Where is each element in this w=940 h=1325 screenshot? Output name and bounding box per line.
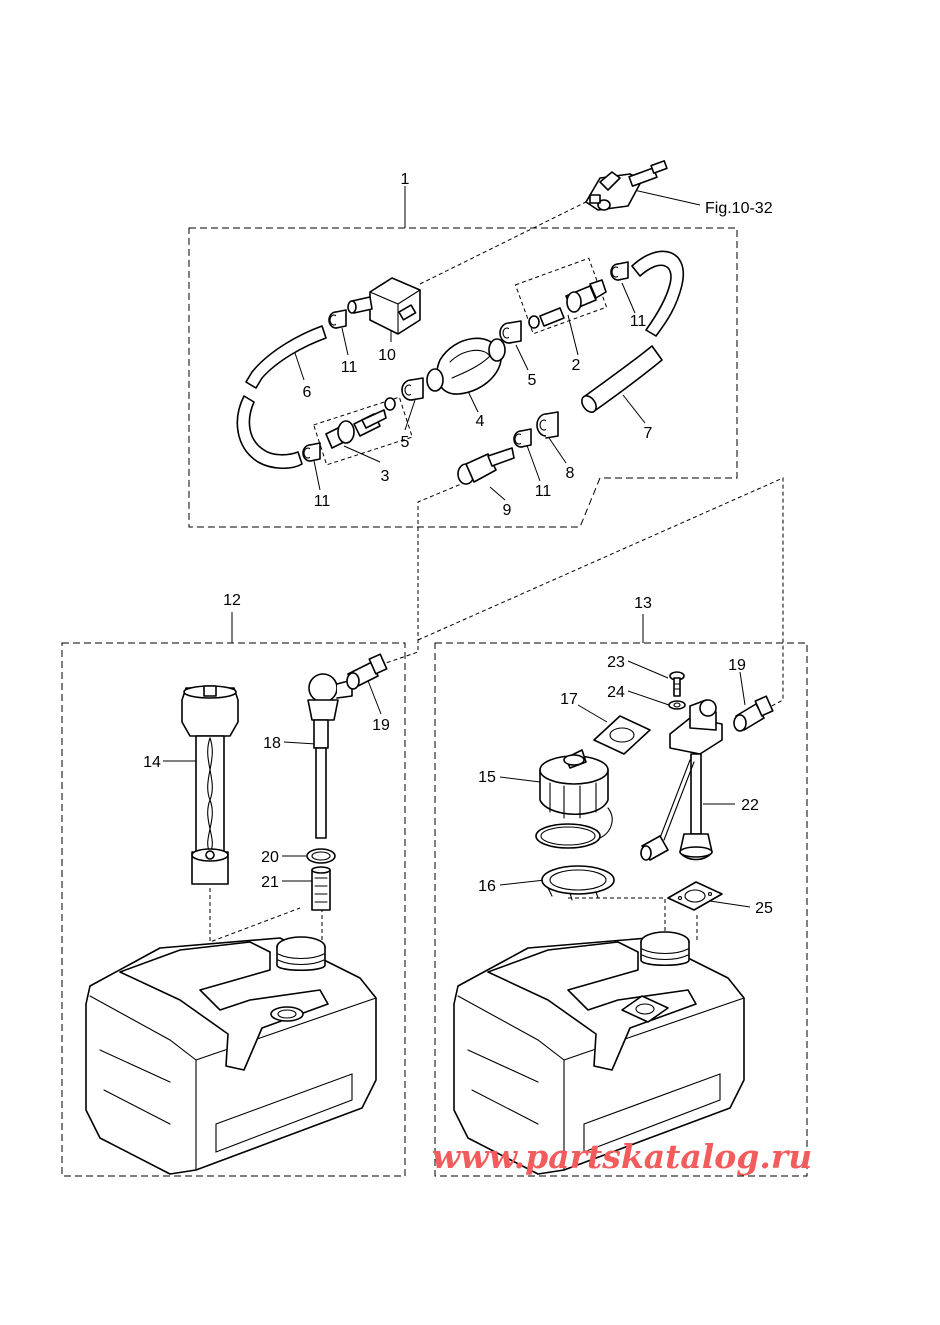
connector-line-9-to-19 — [379, 481, 467, 666]
group-box-tank-assy-right — [434, 642, 808, 1177]
fuel-connector-19-right — [733, 695, 774, 732]
fuel-pickup-18 — [307, 673, 353, 839]
callout-18: 18 — [263, 735, 281, 752]
callout-25: 25 — [755, 900, 773, 917]
sticker-17 — [593, 715, 651, 755]
fuel-hose-7-lower — [584, 345, 663, 413]
hose-clamp-11-d — [610, 261, 629, 281]
callout-23: 23 — [607, 654, 625, 671]
gasket-25 — [667, 881, 723, 911]
connector-line-14-to-tank — [209, 888, 301, 943]
connector-line-10-to-joint — [419, 199, 591, 285]
callout-12: 12 — [223, 592, 241, 609]
fuel-tank-left — [85, 936, 377, 1175]
check-valve-5-b — [499, 320, 522, 344]
connector-line-16-to-tank — [568, 897, 666, 935]
reference-label: Fig.10-32 — [705, 200, 773, 217]
connector-set-3 — [313, 396, 413, 466]
cap-seal-15 — [535, 823, 601, 849]
hose-clamp-11-b — [302, 442, 321, 462]
washer-24 — [668, 700, 686, 710]
fuel-filter-21 — [311, 866, 331, 911]
callout-19-b: 19 — [728, 657, 746, 674]
fuel-joint-reference — [585, 160, 668, 211]
connector-body-10 — [347, 277, 421, 335]
callout-4: 4 — [476, 413, 485, 430]
callout-22: 22 — [741, 797, 759, 814]
callout-6: 6 — [303, 384, 312, 401]
check-valve-5-a — [401, 377, 424, 401]
float-gauge-22 — [640, 699, 723, 861]
callout-5-b: 5 — [528, 372, 537, 389]
callout-2: 2 — [572, 357, 581, 374]
callout-11-b: 11 — [314, 493, 331, 510]
cap-ring-16 — [541, 865, 615, 901]
fuel-gauge-14 — [181, 685, 239, 885]
fuel-hose-6-lower — [236, 395, 303, 470]
connector-set-2 — [514, 257, 608, 335]
callout-17: 17 — [560, 691, 578, 708]
callout-15: 15 — [478, 769, 496, 786]
check-valve-8 — [536, 411, 559, 439]
fuel-hose-7-end — [581, 395, 597, 413]
callout-11-c: 11 — [535, 483, 552, 500]
callout-21: 21 — [261, 874, 279, 891]
callout-11-d: 11 — [630, 313, 647, 330]
cap-seal-15-inner — [540, 826, 596, 846]
callout-3: 3 — [381, 468, 390, 485]
callout-14: 14 — [143, 754, 161, 771]
callout-9: 9 — [503, 502, 512, 519]
fuel-hose-6 — [245, 325, 327, 389]
watermark-text: www.partskatalog.ru — [432, 1137, 812, 1176]
callout-19-a: 19 — [372, 717, 390, 734]
callout-20: 20 — [261, 849, 279, 866]
callout-1: 1 — [401, 171, 410, 188]
callout-16: 16 — [478, 878, 496, 895]
group-box-tank-assy-left — [61, 642, 406, 1177]
fuel-cap-15 — [539, 749, 613, 839]
primer-bulb-4 — [426, 337, 506, 395]
group-box-fuel-hose-assy — [188, 227, 738, 528]
screw-23 — [669, 671, 685, 697]
o-ring-20-inner — [311, 851, 331, 861]
fuel-hose-7 — [631, 250, 685, 337]
callout-10: 10 — [378, 347, 396, 364]
callout-13: 13 — [634, 595, 652, 612]
leader-lines — [163, 186, 751, 908]
hose-fitting-9 — [457, 447, 515, 485]
hose-clamp-11-c — [513, 428, 532, 448]
callout-7: 7 — [644, 425, 653, 442]
callout-5-a: 5 — [401, 434, 410, 451]
callout-8: 8 — [566, 465, 575, 482]
o-ring-20 — [306, 848, 336, 864]
connector-line-box-to-19 — [417, 477, 784, 709]
callout-24: 24 — [607, 684, 625, 701]
hose-clamp-11-a — [328, 309, 347, 329]
fuel-connector-19-left — [346, 653, 388, 690]
washer-24-inner — [673, 702, 681, 708]
callout-11-a: 11 — [341, 359, 358, 376]
fuel-tank-right — [453, 931, 745, 1175]
